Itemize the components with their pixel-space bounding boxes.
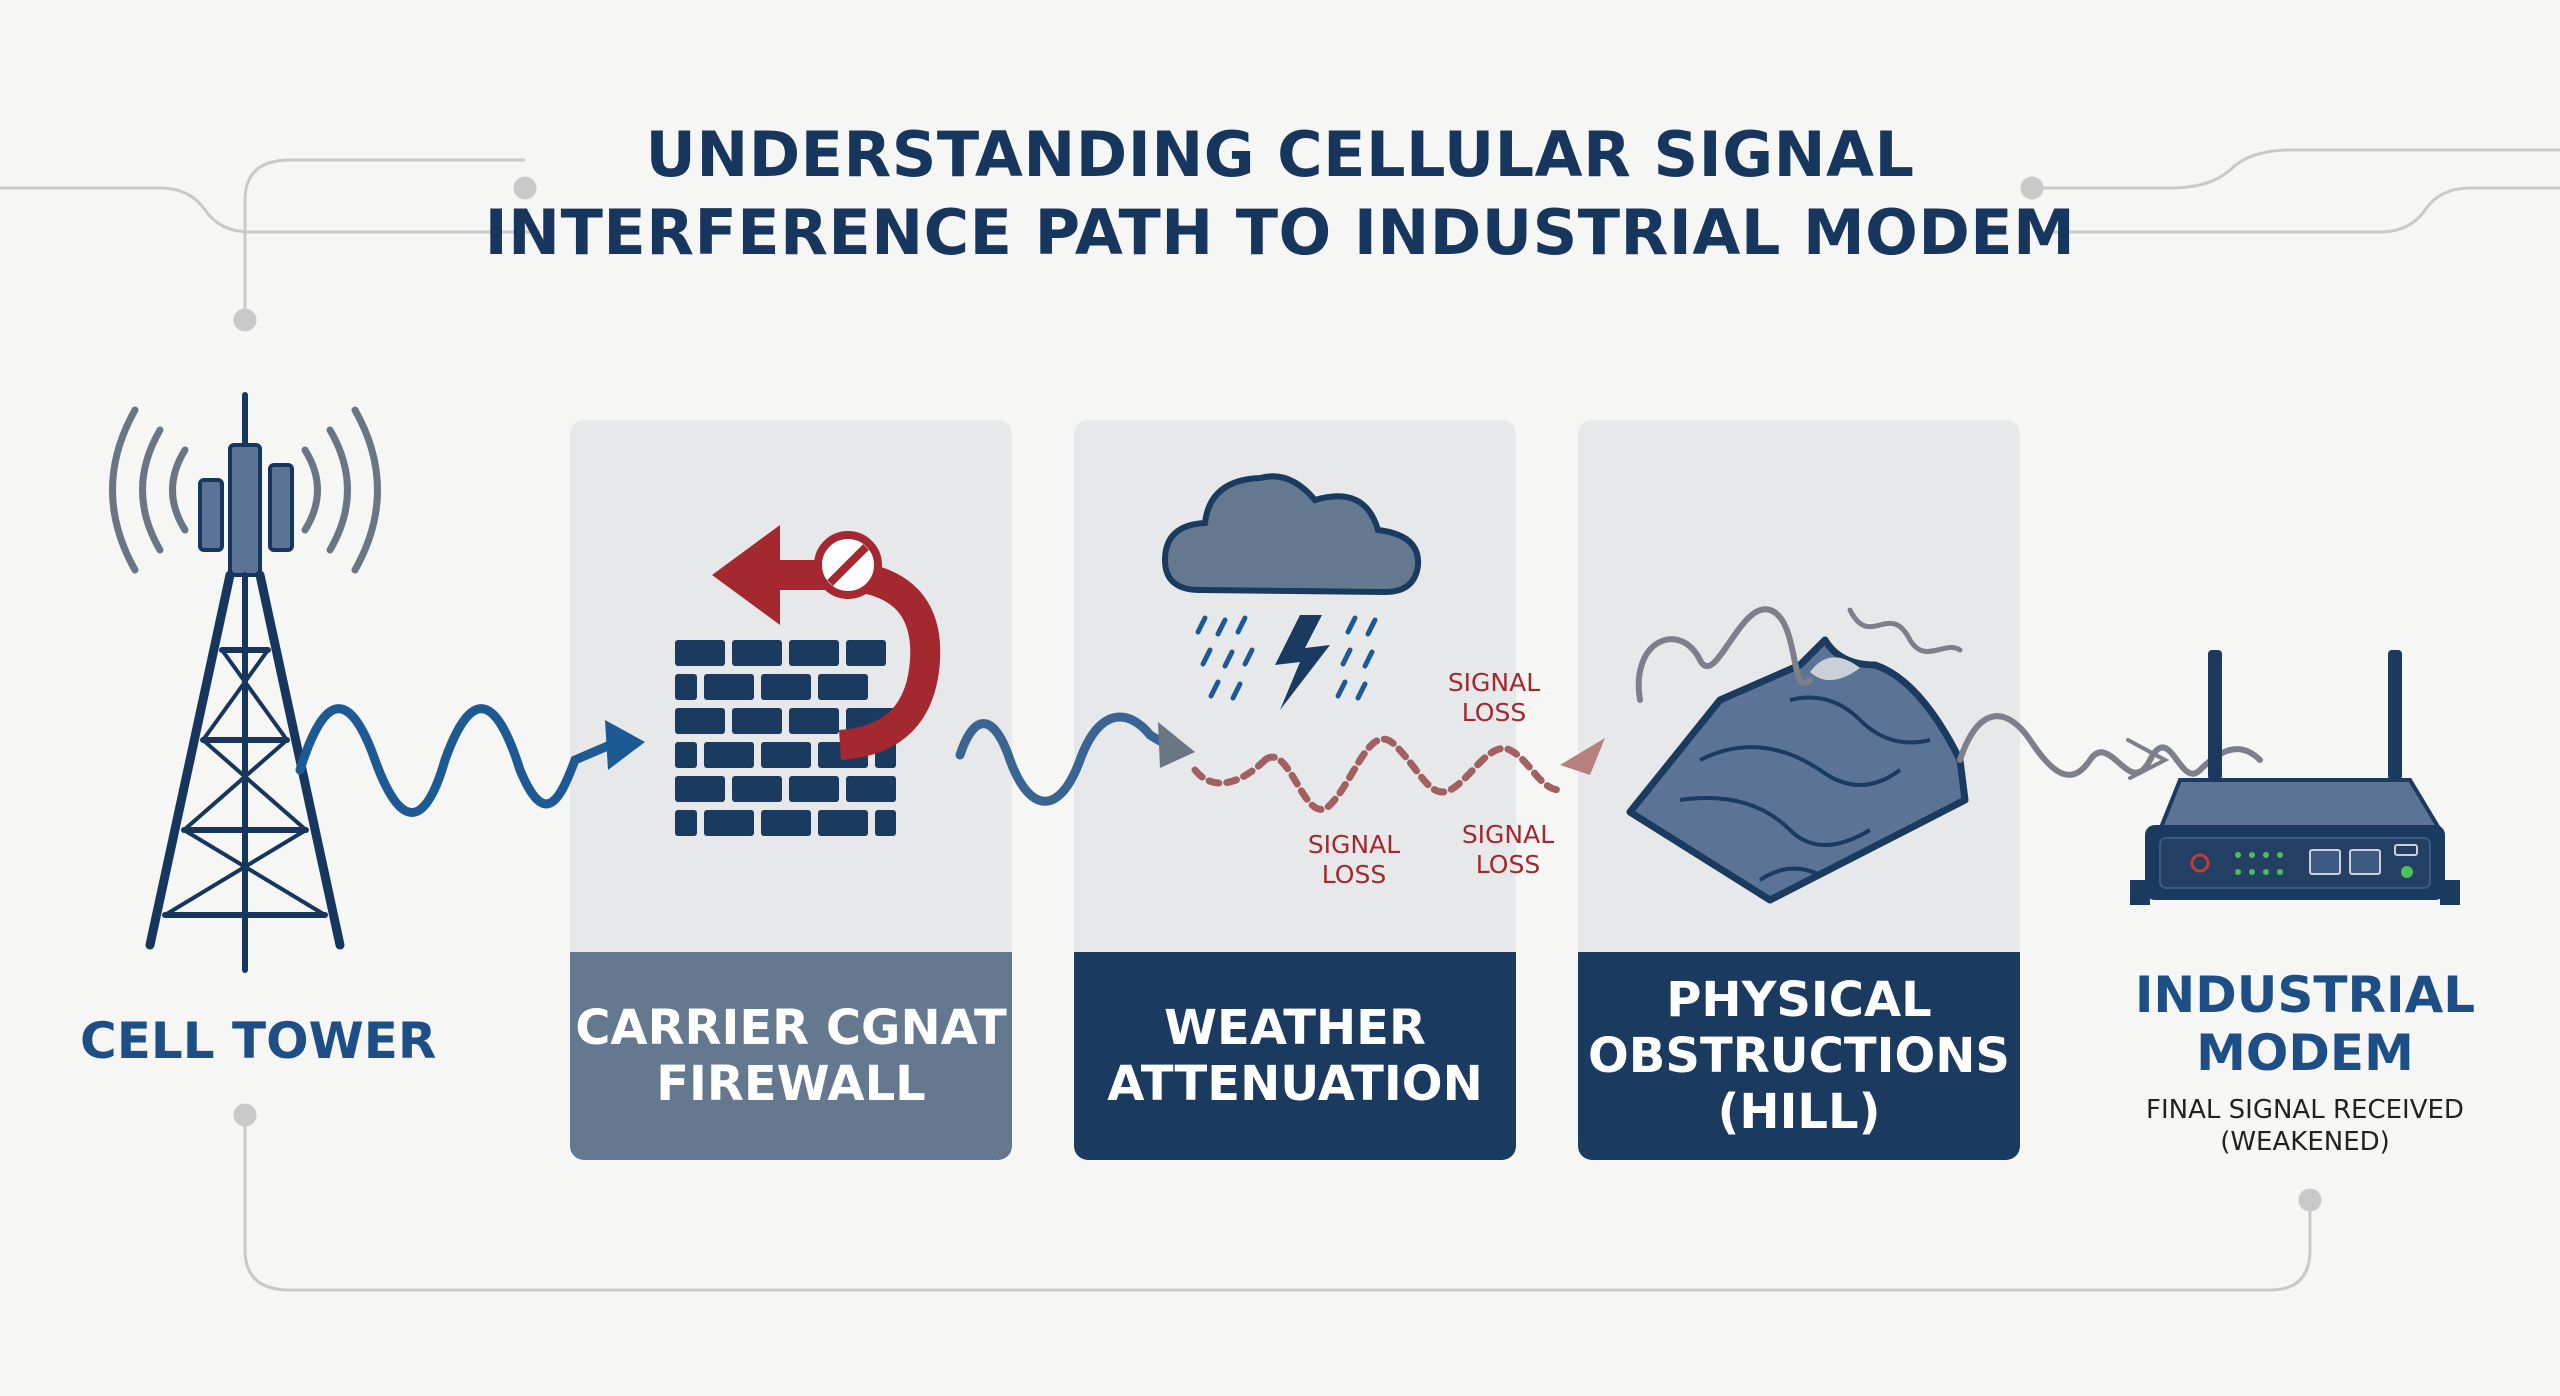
signal-loss-line: LOSS bbox=[1461, 698, 1527, 727]
circuit-decoration bbox=[0, 148, 2560, 1292]
stage-band: PHYSICAL OBSTRUCTIONS (HILL) bbox=[1578, 952, 2020, 1160]
stage-band: WEATHER ATTENUATION bbox=[1074, 952, 1516, 1160]
industrial-modem-icon bbox=[2130, 650, 2460, 905]
signal-loss-line: LOSS bbox=[1475, 850, 1541, 879]
cell-tower-label: CELL TOWER bbox=[80, 1012, 437, 1070]
signal-loss-line: SIGNAL bbox=[1461, 820, 1555, 849]
signal-loss-line: SIGNAL bbox=[1447, 668, 1541, 697]
page-title-line-2: INTERFERENCE PATH TO INDUSTRIAL MODEM bbox=[484, 196, 2076, 269]
hill-terrain-icon bbox=[1626, 636, 1969, 904]
stage-title-line: (HILL) bbox=[1717, 1084, 1881, 1140]
stage-title-line: ATTENUATION bbox=[1107, 1056, 1483, 1112]
modem-label-line: INDUSTRIAL bbox=[2134, 966, 2476, 1024]
signal-loss-line: LOSS bbox=[1321, 860, 1387, 889]
stage-title-line: FIREWALL bbox=[656, 1056, 926, 1112]
stage-title-line: WEATHER bbox=[1164, 1000, 1426, 1056]
industrial-modem-label: INDUSTRIAL MODEM bbox=[2070, 966, 2540, 1082]
signal-wave-weak bbox=[1635, 606, 2263, 780]
signal-loss-line: SIGNAL bbox=[1307, 830, 1401, 859]
firewall-block-icon bbox=[675, 525, 941, 836]
storm-cloud-icon bbox=[1161, 473, 1422, 710]
signal-wave-strong bbox=[295, 704, 645, 817]
stage-title-line: CARRIER CGNAT bbox=[575, 1000, 1007, 1056]
stage-title-line: OBSTRUCTIONS bbox=[1587, 1028, 2010, 1084]
signal-loss-label: SIGNAL LOSS bbox=[1424, 668, 1564, 728]
modem-label-line: MODEM bbox=[2196, 1024, 2414, 1082]
modem-caption-line: FINAL SIGNAL RECEIVED bbox=[2146, 1095, 2464, 1125]
stage-title-line: PHYSICAL bbox=[1666, 972, 1932, 1028]
signal-wave-attenuated bbox=[955, 712, 1605, 813]
modem-caption-line: (WEAKENED) bbox=[2220, 1127, 2390, 1157]
page-title-line-1: UNDERSTANDING CELLULAR SIGNAL bbox=[645, 118, 1915, 191]
signal-loss-label: SIGNAL LOSS bbox=[1284, 830, 1424, 890]
modem-status-caption: FINAL SIGNAL RECEIVED (WEAKENED) bbox=[2070, 1094, 2540, 1158]
stage-card-firewall: CARRIER CGNAT FIREWALL bbox=[570, 420, 1012, 1160]
stage-band: CARRIER CGNAT FIREWALL bbox=[570, 952, 1012, 1160]
signal-loss-label: SIGNAL LOSS bbox=[1438, 820, 1578, 880]
cell-tower-icon bbox=[109, 392, 381, 973]
